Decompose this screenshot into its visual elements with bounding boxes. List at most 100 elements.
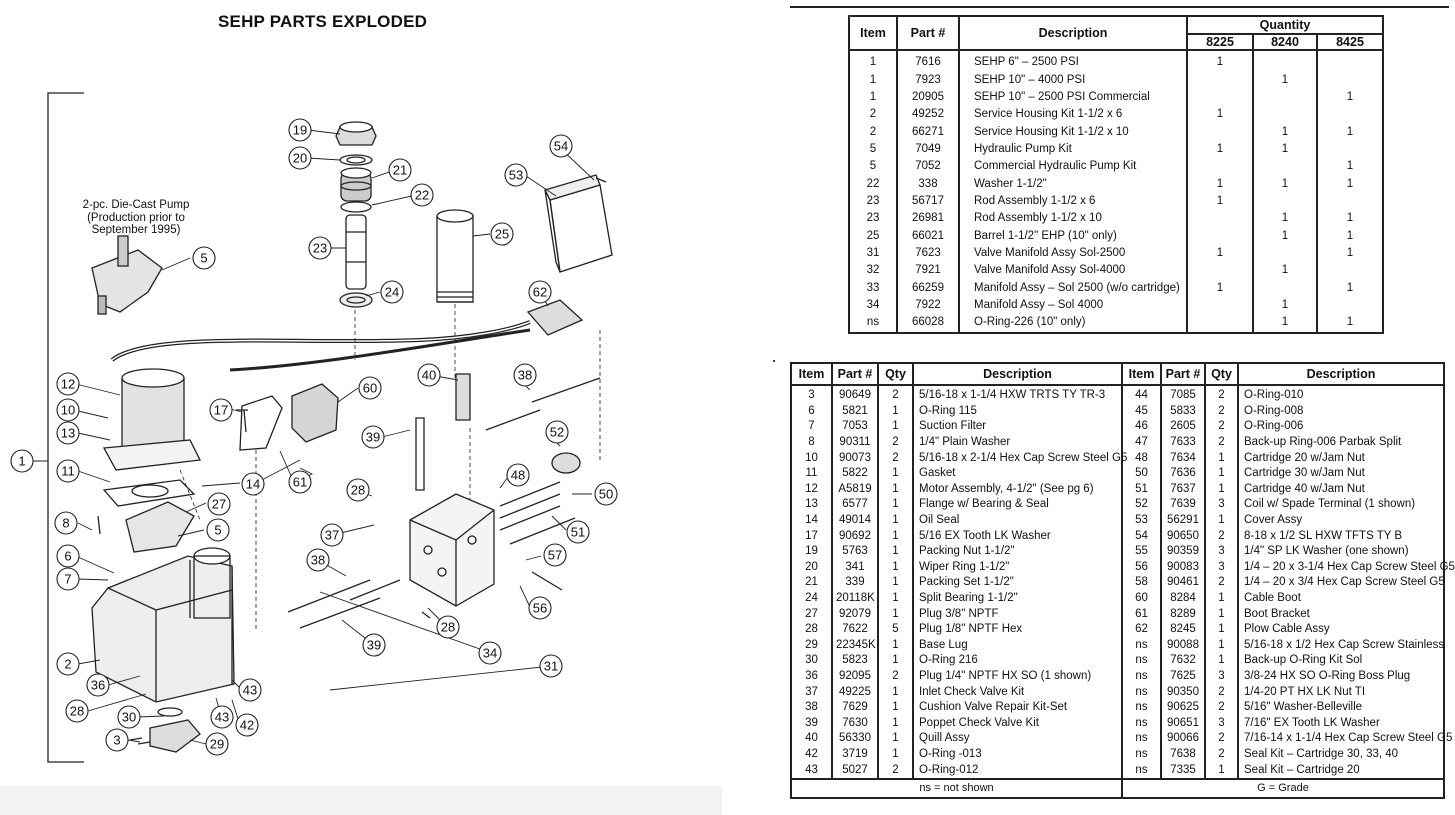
cell-q8225 [1186,262,1254,280]
cell-desc: Barrel 1-1/2" EHP (10" only) [958,227,1188,245]
cell-ri: 45 [1121,403,1162,420]
cell-desc: Valve Manifold Assy Sol-4000 [958,262,1188,280]
cell-q8425 [1316,296,1384,315]
cell-lp: 339 [831,575,879,591]
cell-li: 20 [790,559,833,576]
cell-rq: 2 [1204,528,1239,544]
cell-lq: 1 [877,465,914,482]
cell-ri: ns [1121,762,1162,780]
cell-q8225 [1186,158,1254,176]
cell-q8240 [1252,279,1318,297]
cartridge-drawing [287,373,601,629]
quantity-table: Item Part # Description Quantity 8225 82… [848,15,1384,334]
cell-rd: 1/4 – 20 x 3-1/4 Hex Cap Screw Steel G5 [1237,559,1455,576]
cell-lp: 5822 [831,465,879,482]
col-header-part: Part # [1160,362,1206,386]
callout-label: 30 [122,710,136,725]
pump-note-line: (Production prior to [87,211,185,224]
cell-q8240 [1252,158,1318,176]
callout-label: 28 [351,483,365,498]
cell-rp: 7633 [1160,434,1206,451]
cell-q8225: 1 [1186,192,1254,211]
cell-rp: 90066 [1160,731,1206,747]
callout-17: 17 [209,398,233,422]
callout-28: 28 [436,615,460,639]
cell-desc: SEHP 6" – 2500 PSI [958,50,1188,72]
cell-rd: Boot Bracket [1237,606,1445,622]
col-header-item: Item [1121,362,1162,386]
cable-drawing [110,299,584,372]
cell-lq: 1 [877,731,914,747]
cell-q8240 [1252,244,1318,263]
cell-ri: 51 [1121,481,1162,498]
speck [773,360,775,362]
cell-part: 7616 [896,50,960,72]
callout-27: 27 [207,492,231,516]
cell-item: 23 [848,192,898,211]
cell-q8425 [1316,262,1384,280]
cell-rq: 1 [1204,653,1239,669]
cell-q8425: 1 [1316,279,1384,297]
cell-rq: 1 [1204,465,1239,482]
cell-rd: Seal Kit – Cartridge 20 [1237,762,1445,780]
callout-label: 61 [293,475,307,490]
cell-rq: 1 [1204,606,1239,622]
cell-rp: 90625 [1160,699,1206,716]
cell-li: 6 [790,403,833,420]
callout-label: 34 [483,646,497,661]
cell-item: 1 [848,71,898,89]
cell-part: 7052 [896,158,960,176]
cell-lq: 2 [877,385,914,404]
cell-q8225: 1 [1186,140,1254,159]
callout-label: 53 [509,168,523,183]
cell-lq: 1 [877,575,914,591]
callout-40: 40 [417,363,441,387]
cell-q8225: 1 [1186,50,1254,72]
callout-57: 57 [543,543,567,567]
callout-label: 8 [62,516,69,531]
cell-lp: 90649 [831,385,879,404]
callout-label: 29 [210,737,224,752]
col-header-model: 8240 [1252,33,1318,51]
cell-part: 56717 [896,192,960,211]
callout-label: 50 [599,487,613,502]
cell-ri: ns [1121,637,1162,654]
cell-ld: Plug 1/8" NPTF Hex [912,621,1123,638]
cell-rd: O-Ring-008 [1237,403,1445,420]
leader-lines [30,129,595,745]
callout-52: 52 [545,420,569,444]
col-header-part: Part # [896,15,960,51]
cell-ri: 48 [1121,450,1162,466]
callout-25: 25 [490,222,514,246]
cell-ri: ns [1121,731,1162,747]
cell-ri: 44 [1121,385,1162,404]
barrel-drawing [436,209,474,303]
cell-lp: 56330 [831,731,879,747]
cell-rq: 1 [1204,621,1239,638]
callout-label: 43 [215,710,229,725]
cell-q8240: 1 [1252,210,1318,228]
cell-rp: 90088 [1160,637,1206,654]
callout-label: 28 [441,620,455,635]
cell-rq: 1 [1204,637,1239,654]
cell-q8240 [1252,192,1318,211]
cell-lq: 1 [877,512,914,529]
cell-li: 30 [790,653,833,669]
cell-ld: Packing Set 1-1/2" [912,575,1123,591]
cell-lp: 90311 [831,434,879,451]
cell-ld: Cushion Valve Repair Kit-Set [912,699,1123,716]
cell-ld: 5/16-18 x 1-1/4 HXW TRTS TY TR-3 [912,385,1123,404]
cell-ld: O-Ring 115 [912,403,1123,420]
cell-rq: 2 [1204,403,1239,420]
